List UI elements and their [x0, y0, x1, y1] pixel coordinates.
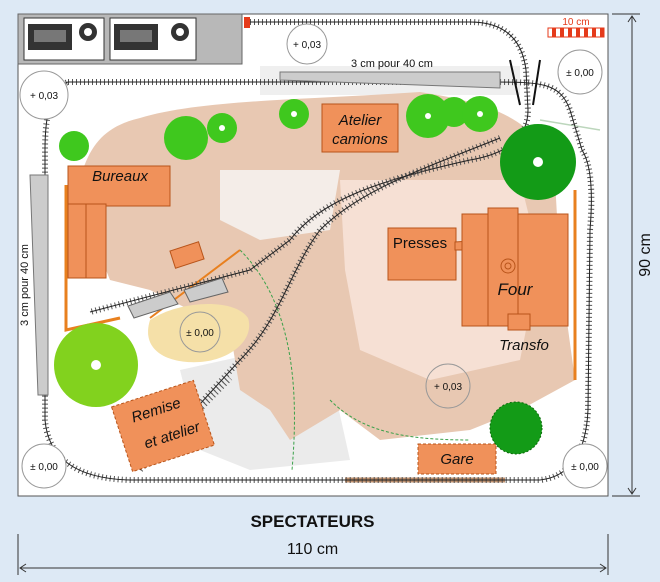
building-gare[interactable]	[417, 443, 497, 475]
control-panel-group	[17, 13, 243, 65]
height-label: 90 cm	[637, 233, 654, 277]
tree	[439, 97, 469, 127]
tree	[164, 116, 208, 160]
width-dimension	[17, 534, 609, 575]
height-dimension	[612, 13, 640, 497]
svg-text:± 0,00: ± 0,00	[566, 68, 594, 79]
label-bureaux: Bureaux	[92, 168, 148, 185]
chimney	[500, 258, 516, 274]
building-bureaux[interactable]	[67, 165, 171, 279]
width-label: 110 cm	[286, 541, 339, 558]
rail-grade-top: 3 cm pour 40 cm	[351, 58, 433, 70]
svg-text:± 0,00: ± 0,00	[571, 462, 599, 473]
building-remise[interactable]	[110, 379, 216, 473]
pond	[148, 303, 250, 363]
elevation-top-right: ± 0,00	[557, 49, 603, 95]
svg-text:± 0,00: ± 0,00	[186, 328, 214, 339]
label-gare: Gare	[440, 451, 473, 468]
label-atelier: Atelier	[338, 112, 383, 129]
elevation-center: + 0,03	[425, 363, 471, 409]
elevation-bottom-left: ± 0,00	[21, 443, 67, 489]
label-four: Four	[498, 280, 534, 299]
elevation-top-center: + 0,03	[286, 23, 328, 65]
svg-text:+ 0,03: + 0,03	[293, 40, 322, 51]
svg-text:+ 0,03: + 0,03	[30, 91, 59, 102]
svg-text:+ 0,03: + 0,03	[434, 382, 463, 393]
label-camions: camions	[332, 131, 388, 148]
tree	[489, 401, 543, 455]
label-presses: Presses	[393, 235, 447, 252]
elevation-bottom-right: ± 0,00	[562, 443, 608, 489]
ramp-top	[279, 71, 501, 89]
scale-bar	[547, 27, 605, 38]
rail-grade-left: 3 cm pour 40 cm	[19, 244, 31, 326]
track-upper-loop	[89, 19, 532, 315]
tree	[59, 131, 89, 161]
building-four[interactable]	[461, 207, 569, 331]
label-transfo: Transfo	[499, 337, 549, 354]
platform-small	[169, 241, 205, 269]
building-atelier[interactable]	[321, 103, 399, 153]
svg-text:± 0,00: ± 0,00	[30, 462, 58, 473]
audience-label: SPECTATEURS	[250, 512, 375, 531]
ramp-left	[29, 174, 49, 396]
elevation-top-left: + 0,03	[19, 70, 69, 120]
scale-bar-label: 10 cm	[562, 17, 589, 28]
elevation-pond: ± 0,00	[179, 311, 221, 353]
